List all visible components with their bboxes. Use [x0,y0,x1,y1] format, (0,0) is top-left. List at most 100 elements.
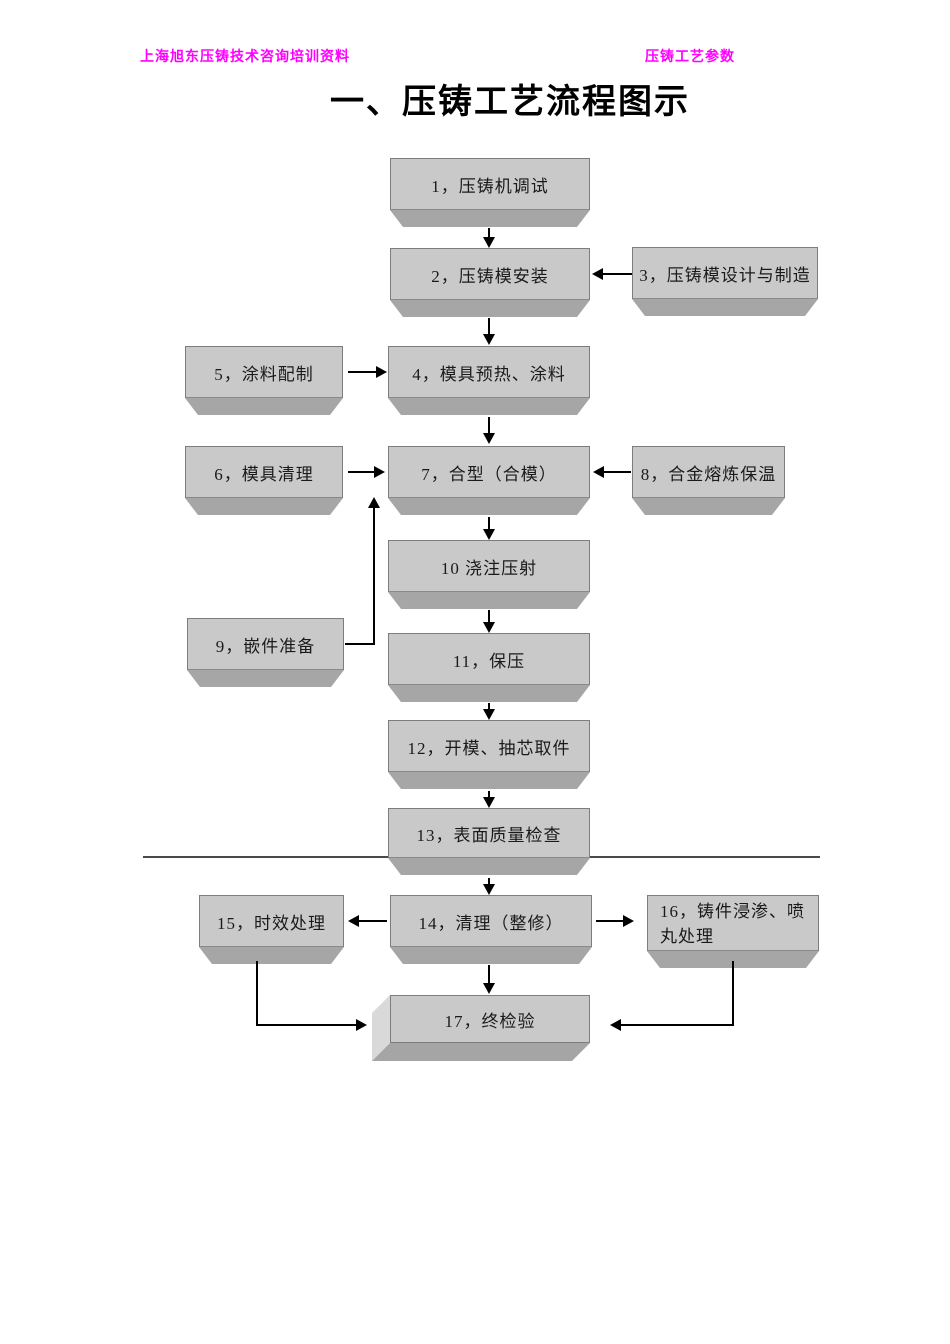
connector-11-12-line [488,703,490,711]
flow-box-7-label: 7，合型（合模） [421,464,557,484]
flow-box-10-face: 10 浇注压射 [388,540,590,592]
connector-6-7-arrowhead [374,466,385,478]
flow-box-17-bottom-bevel [372,1043,590,1061]
connector-9-7-vline [373,500,375,645]
connector-14-16-line [596,920,625,922]
connector-9-7-arrowhead [368,497,380,508]
flow-box-17-label: 17，终检验 [444,1011,536,1031]
flow-box-11-bevel [388,685,590,702]
flow-box-2-bevel [390,300,590,317]
flow-box-16: 16，铸件浸渗、喷丸处理 [647,895,819,968]
page-title: 一、压铸工艺流程图示 [330,84,690,121]
flow-box-3-bevel [632,299,818,316]
connector-10-11-arrowhead [483,622,495,633]
connector-13-14-arrowhead [483,884,495,895]
flow-box-13-face: 13，表面质量检查 [388,808,590,858]
flow-box-12-label: 12，开模、抽芯取件 [407,738,571,758]
connector-6-7-line [348,471,376,473]
flow-box-14-label: 14，清理（整修） [418,913,564,933]
flow-box-14: 14，清理（整修） [390,895,592,964]
flow-box-11-face: 11，保压 [388,633,590,685]
connector-14-16-arrowhead [623,915,634,927]
header-left-text: 上海旭东压铸技术咨询培训资料 [140,50,350,65]
connector-15-17-arrowhead [356,1019,367,1031]
connector-14-17-arrowhead [483,983,495,994]
flow-box-6-bevel [185,498,343,515]
connector-15-17-hline [256,1024,358,1026]
connector-14-15-arrowhead [348,915,359,927]
flow-box-17: 17，终检验 [372,995,590,1061]
flow-box-2-label: 2，压铸模安装 [431,266,549,286]
flow-box-1-face: 1，压铸机调试 [390,158,590,210]
flow-box-9: 9，嵌件准备 [187,618,344,687]
connector-2-4-arrowhead [483,334,495,345]
flow-box-16-bevel [647,951,819,968]
connector-13-14-line [488,878,490,886]
flow-box-3-face: 3，压铸模设计与制造 [632,247,818,299]
connector-1-2-arrowhead [483,237,495,248]
flow-box-13-label: 13，表面质量检查 [416,825,562,845]
flow-box-7: 7，合型（合模） [388,446,590,515]
flow-box-1-bevel [390,210,590,227]
connector-7-10-line [488,517,490,531]
connector-4-7-line [488,417,490,435]
connector-14-15-line [358,920,387,922]
flow-box-16-face: 16，铸件浸渗、喷丸处理 [647,895,819,951]
flow-box-10: 10 浇注压射 [388,540,590,609]
flow-box-2: 2，压铸模安装 [390,248,590,317]
flow-box-8-face: 8，合金熔炼保温 [632,446,785,498]
connector-16-17-arrowhead [610,1019,621,1031]
flow-box-2-face: 2，压铸模安装 [390,248,590,300]
flow-box-4-face: 4，模具预热、涂料 [388,346,590,398]
flow-box-10-bevel [388,592,590,609]
flow-box-3-label: 3，压铸模设计与制造 [639,265,811,285]
flow-box-13: 13，表面质量检查 [388,808,590,875]
flow-box-9-label: 9，嵌件准备 [215,636,316,656]
flow-box-8-label: 8，合金熔炼保温 [640,464,777,484]
flow-box-11: 11，保压 [388,633,590,702]
connector-8-7-line [603,471,631,473]
flow-box-4: 4，模具预热、涂料 [388,346,590,415]
flow-box-5-bevel [185,398,343,415]
flow-box-15-label: 15，时效处理 [217,913,326,933]
flow-box-4-bevel [388,398,590,415]
flow-box-5: 5，涂料配制 [185,346,343,415]
connector-2-4-line [488,318,490,336]
connector-16-17-vline [732,961,734,1026]
flow-box-1: 1，压铸机调试 [390,158,590,227]
flow-box-4-label: 4，模具预热、涂料 [412,364,566,384]
flow-box-12-bevel [388,772,590,789]
flow-box-8-bevel [632,498,785,515]
connector-3-2-arrowhead [592,268,603,280]
connector-12-13-line [488,791,490,799]
flow-box-5-label: 5，涂料配制 [214,364,314,384]
flow-box-9-bevel [187,670,344,687]
flow-box-11-label: 11，保压 [452,651,526,671]
connector-10-11-line [488,610,490,624]
connector-5-4-arrowhead [376,366,387,378]
connector-1-2-line [488,228,490,240]
flow-box-7-face: 7，合型（合模） [388,446,590,498]
flow-box-7-bevel [388,498,590,515]
connector-5-4-line [348,371,378,373]
flow-box-14-face: 14，清理（整修） [390,895,592,947]
connector-15-17-vline [256,961,258,1026]
flow-box-13-bevel [388,858,590,875]
connector-3-2-line [602,273,632,275]
header-right-text: 压铸工艺参数 [645,50,735,65]
flow-box-1-label: 1，压铸机调试 [431,176,549,196]
flow-box-8: 8，合金熔炼保温 [632,446,785,515]
flow-box-12: 12，开模、抽芯取件 [388,720,590,789]
flow-box-17-face: 17，终检验 [390,995,590,1043]
connector-4-7-arrowhead [483,433,495,444]
connector-11-12-arrowhead [483,709,495,720]
flow-box-6: 6，模具清理 [185,446,343,515]
flow-box-14-bevel [390,947,592,964]
connector-9-7-hline [345,643,375,645]
connector-8-7-arrowhead [593,466,604,478]
flow-box-15: 15，时效处理 [199,895,344,964]
flow-box-5-face: 5，涂料配制 [185,346,343,398]
connector-14-17-line [488,965,490,985]
connector-7-10-arrowhead [483,529,495,540]
